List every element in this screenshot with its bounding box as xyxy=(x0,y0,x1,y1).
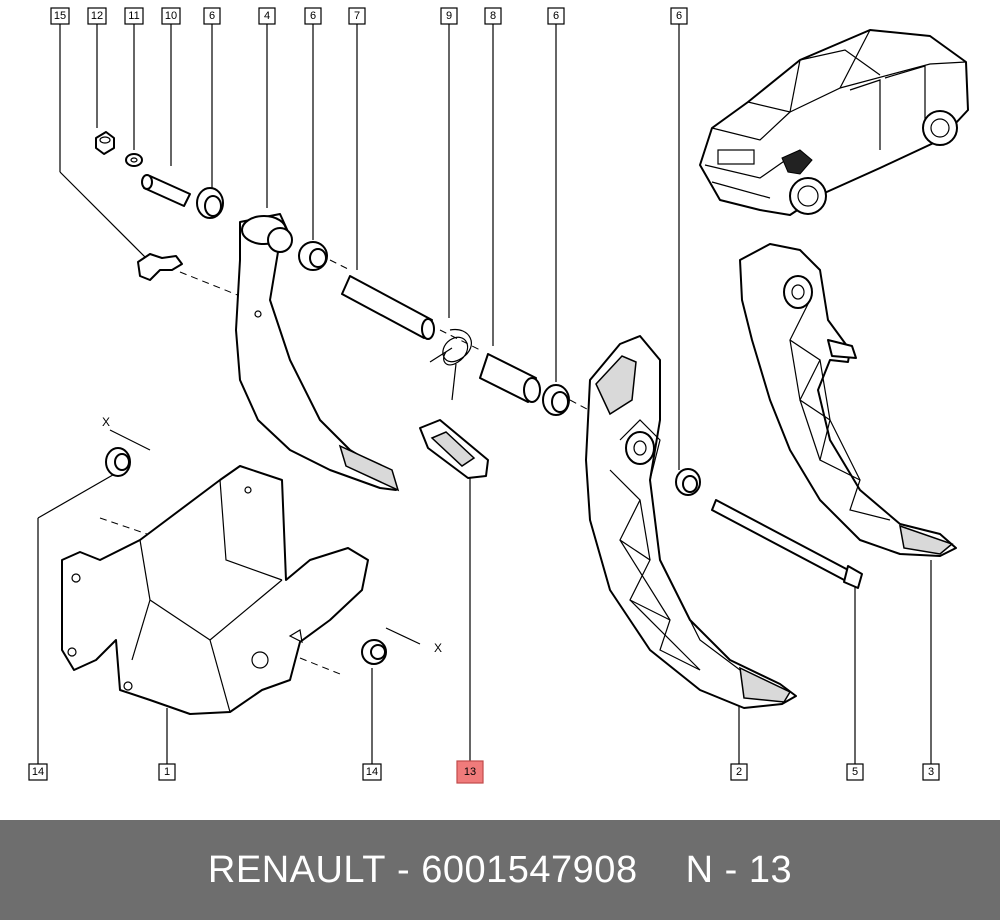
callout-6-b[interactable]: 6 xyxy=(304,7,322,25)
callout-5-label: 5 xyxy=(852,766,858,778)
callout-14b-label: 14 xyxy=(366,766,378,778)
callout-5[interactable]: 5 xyxy=(846,763,864,781)
callout-4[interactable]: 4 xyxy=(258,7,276,25)
callout-7[interactable]: 7 xyxy=(348,7,366,25)
part-number: 6001547908 xyxy=(421,848,638,891)
car-thumbnail xyxy=(699,29,969,216)
callout-14-a[interactable]: 14 xyxy=(28,763,48,781)
callout-9-label: 9 xyxy=(446,10,452,22)
callout-14a-label: 14 xyxy=(32,766,44,778)
callout-6c-label: 6 xyxy=(553,10,559,22)
reference-number: 13 xyxy=(748,848,793,891)
callout-6-c[interactable]: 6 xyxy=(547,7,565,25)
callout-14-b[interactable]: 14 xyxy=(362,763,382,781)
callout-15-label: 15 xyxy=(54,10,66,22)
part-info-banner: RENAULT - 6001547908 N - 13 xyxy=(0,820,1000,920)
callout-8-label: 8 xyxy=(490,10,496,22)
callout-9[interactable]: 9 xyxy=(440,7,458,25)
callout-10[interactable]: 10 xyxy=(161,7,181,25)
callout-3[interactable]: 3 xyxy=(922,763,940,781)
callout-6a-label: 6 xyxy=(209,10,215,22)
pedal-bracket-1 xyxy=(61,465,369,715)
diagram-canvas: X X 15 12 11 10 6 4 6 7 9 8 6 xyxy=(28,7,969,784)
pedal-pad-13 xyxy=(419,419,489,479)
pedal-lever-4 xyxy=(235,213,400,492)
hardware-parts xyxy=(95,131,863,665)
callout-1-label: 1 xyxy=(164,766,170,778)
pedal-2 xyxy=(585,335,797,709)
callout-12-label: 12 xyxy=(91,10,103,22)
callout-10-label: 10 xyxy=(165,10,177,22)
reference-label: N xyxy=(685,848,714,891)
callout-2[interactable]: 2 xyxy=(730,763,748,781)
callout-13-label: 13 xyxy=(464,766,476,778)
callout-11-label: 11 xyxy=(128,10,139,22)
callout-1[interactable]: 1 xyxy=(158,763,176,781)
callout-7-label: 7 xyxy=(354,10,360,22)
callout-6-a[interactable]: 6 xyxy=(203,7,221,25)
brand-separator: - xyxy=(397,848,411,891)
callout-2-label: 2 xyxy=(736,766,742,778)
callout-12[interactable]: 12 xyxy=(87,7,107,25)
callout-13-highlighted[interactable]: 13 xyxy=(456,760,484,784)
callout-4-label: 4 xyxy=(264,10,270,22)
axis-x-label-lower: X xyxy=(434,641,442,655)
leader-lines xyxy=(37,24,932,764)
callout-15[interactable]: 15 xyxy=(50,7,70,25)
axis-x-label-upper: X xyxy=(102,415,110,429)
pedal-3 xyxy=(739,243,957,557)
callout-3-label: 3 xyxy=(928,766,934,778)
callout-11[interactable]: 11 xyxy=(124,7,144,25)
exploded-parts-diagram: X X 15 12 11 10 6 4 6 7 9 8 6 xyxy=(28,7,969,784)
callout-8[interactable]: 8 xyxy=(484,7,502,25)
reference-separator: - xyxy=(724,848,738,891)
brand-name: RENAULT xyxy=(207,848,386,891)
callout-6-d[interactable]: 6 xyxy=(670,7,688,25)
callout-6d-label: 6 xyxy=(676,10,682,22)
callout-6b-label: 6 xyxy=(310,10,316,22)
